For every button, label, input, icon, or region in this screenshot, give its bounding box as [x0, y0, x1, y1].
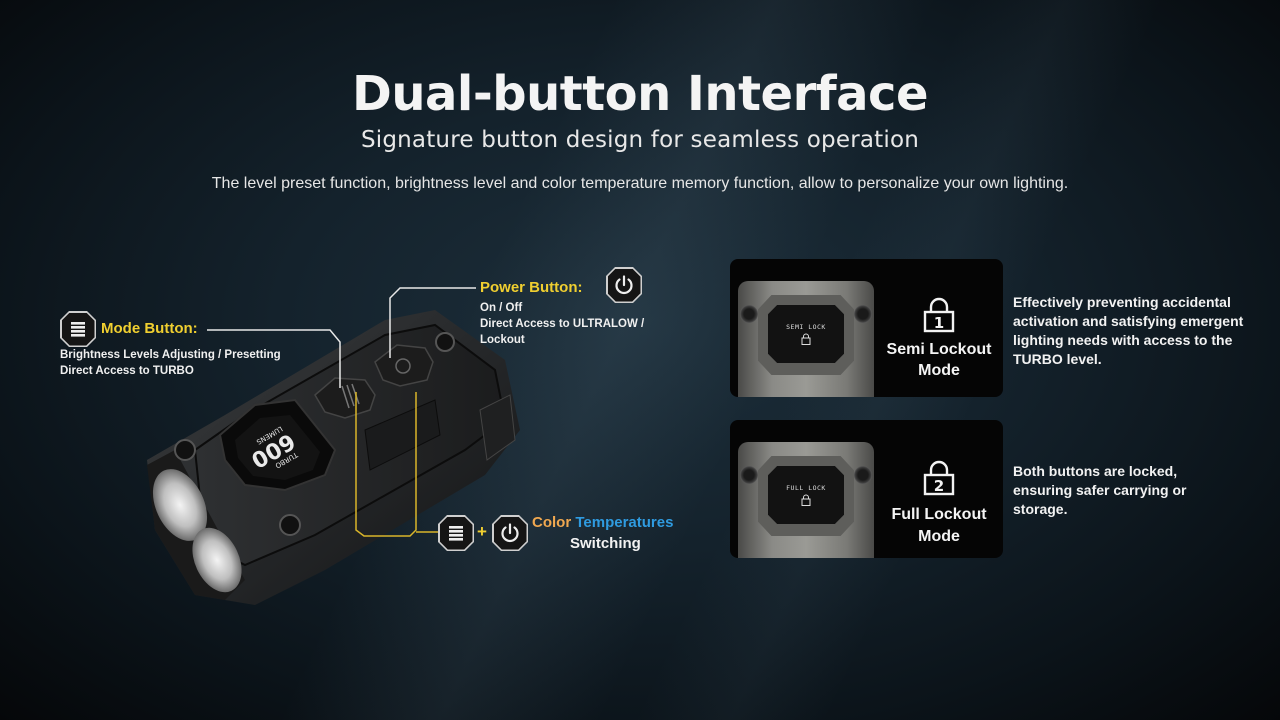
semi-lock-screen-text: SEMI LOCK	[786, 323, 826, 331]
svg-text:2: 2	[934, 477, 944, 495]
combo-word-color: Color	[532, 514, 572, 531]
lock-1-icon: 1	[923, 297, 955, 333]
flashlight-illustration: 600 TURBO LUMENS	[147, 310, 520, 605]
power-button-label: Power Button:	[480, 279, 583, 296]
combo-mode-icon-tile	[438, 515, 474, 551]
combo-label-line1: Color Temperatures	[532, 514, 673, 531]
power-button-desc-1: On / Off	[480, 302, 523, 314]
semi-lock-device-photo: SEMI LOCK	[738, 281, 874, 397]
power-button-desc-3: Lockout	[480, 334, 525, 346]
lock-2-icon: 2	[923, 460, 955, 496]
semi-lockout-title-1: Semi Lockout	[886, 341, 992, 358]
full-lock-screen-text: FULL LOCK	[786, 484, 826, 492]
power-button-icon-tile	[606, 267, 642, 303]
page-title: Dual-button Interface	[351, 66, 929, 122]
mode-button-desc-2: Direct Access to TURBO	[60, 365, 194, 377]
power-icon	[615, 275, 633, 295]
page-subtitle: Signature button design for seamless ope…	[360, 127, 920, 153]
power-button-desc-2: Direct Access to ULTRALOW /	[480, 318, 645, 330]
full-lockout-title-1: Full Lockout	[891, 506, 987, 523]
combo-power-icon-tile	[492, 515, 528, 551]
full-lockout-card: FULL LOCK 2 Full Lockout Mode	[730, 420, 1003, 558]
combo-plus-sign: +	[477, 522, 487, 541]
semi-lockout-card: SEMI LOCK 1 Semi Lockout Mode	[730, 259, 1003, 397]
menu-lines-icon	[71, 322, 85, 337]
lock-icon	[801, 494, 811, 506]
mode-button-desc-1: Brightness Levels Adjusting / Presetting	[60, 349, 281, 361]
lock-icon	[801, 333, 811, 345]
power-icon	[501, 523, 519, 543]
combo-word-switching: Switching	[570, 535, 641, 552]
full-lock-device-photo: FULL LOCK	[738, 442, 874, 558]
full-lockout-title-2: Mode	[918, 528, 960, 545]
full-lockout-description: Both buttons are locked, ensuring safer …	[1013, 463, 1187, 517]
page-description: The level preset function, brightness le…	[211, 175, 1069, 192]
combo-word-temperatures: Temperatures	[575, 514, 674, 531]
mode-button-label: Mode Button:	[101, 320, 198, 337]
menu-lines-icon	[449, 526, 463, 541]
semi-lockout-title-2: Mode	[918, 362, 960, 379]
semi-lockout-description: Effectively preventing accidental activa…	[1013, 294, 1244, 367]
mode-button-icon-tile	[60, 311, 96, 347]
svg-text:1: 1	[934, 314, 944, 332]
